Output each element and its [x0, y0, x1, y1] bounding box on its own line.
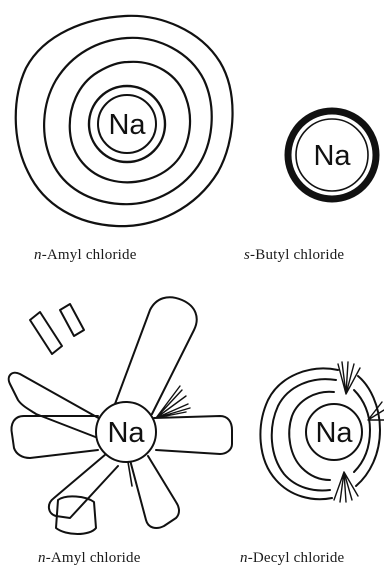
- fibre-tuft: [156, 386, 190, 418]
- radiating-plates-diagram: Na: [0, 290, 240, 540]
- sodium-symbol: Na: [315, 417, 353, 449]
- split-shell-diagram: Na: [250, 350, 384, 510]
- sodium-symbol: Na: [107, 417, 145, 449]
- caption-name: -Amyl chloride: [42, 247, 137, 263]
- caption-name: -Butyl chloride: [250, 247, 344, 263]
- caption-panel-3: n-Amyl chloride: [38, 550, 141, 567]
- fragment-top-left-2: [60, 304, 84, 336]
- plate-lower-right: [130, 456, 179, 528]
- panel-amyl-rings: Na: [0, 0, 260, 240]
- panel-amyl-plates: Na: [0, 290, 240, 540]
- concentric-rings-diagram: Na: [0, 0, 260, 240]
- fragment-bottom-left: [56, 496, 96, 534]
- sodium-symbol: Na: [108, 109, 146, 141]
- plate-right: [154, 416, 232, 454]
- panel-butyl-shell: Na: [270, 100, 384, 210]
- caption-prefix: n: [240, 550, 248, 566]
- fibre-tuft-bottom: [334, 472, 358, 502]
- plate-upper-right: [112, 297, 197, 414]
- plate-upper-left: [9, 373, 102, 438]
- caption-name: -Decyl chloride: [248, 550, 345, 566]
- caption-panel-1: n-Amyl chloride: [34, 247, 137, 264]
- thick-shell-diagram: Na: [270, 100, 384, 210]
- caption-name: -Amyl chloride: [46, 550, 141, 566]
- panel-decyl-shell: Na: [250, 350, 384, 510]
- sodium-symbol: Na: [313, 140, 351, 172]
- plate-lower-left: [49, 454, 118, 518]
- fibre-tuft-top: [338, 362, 360, 394]
- fragment-top-left-1: [30, 312, 62, 354]
- caption-panel-2: s-Butyl chloride: [244, 247, 344, 264]
- caption-panel-4: n-Decyl chloride: [240, 550, 344, 567]
- caption-prefix: n: [34, 247, 42, 263]
- caption-prefix: n: [38, 550, 46, 566]
